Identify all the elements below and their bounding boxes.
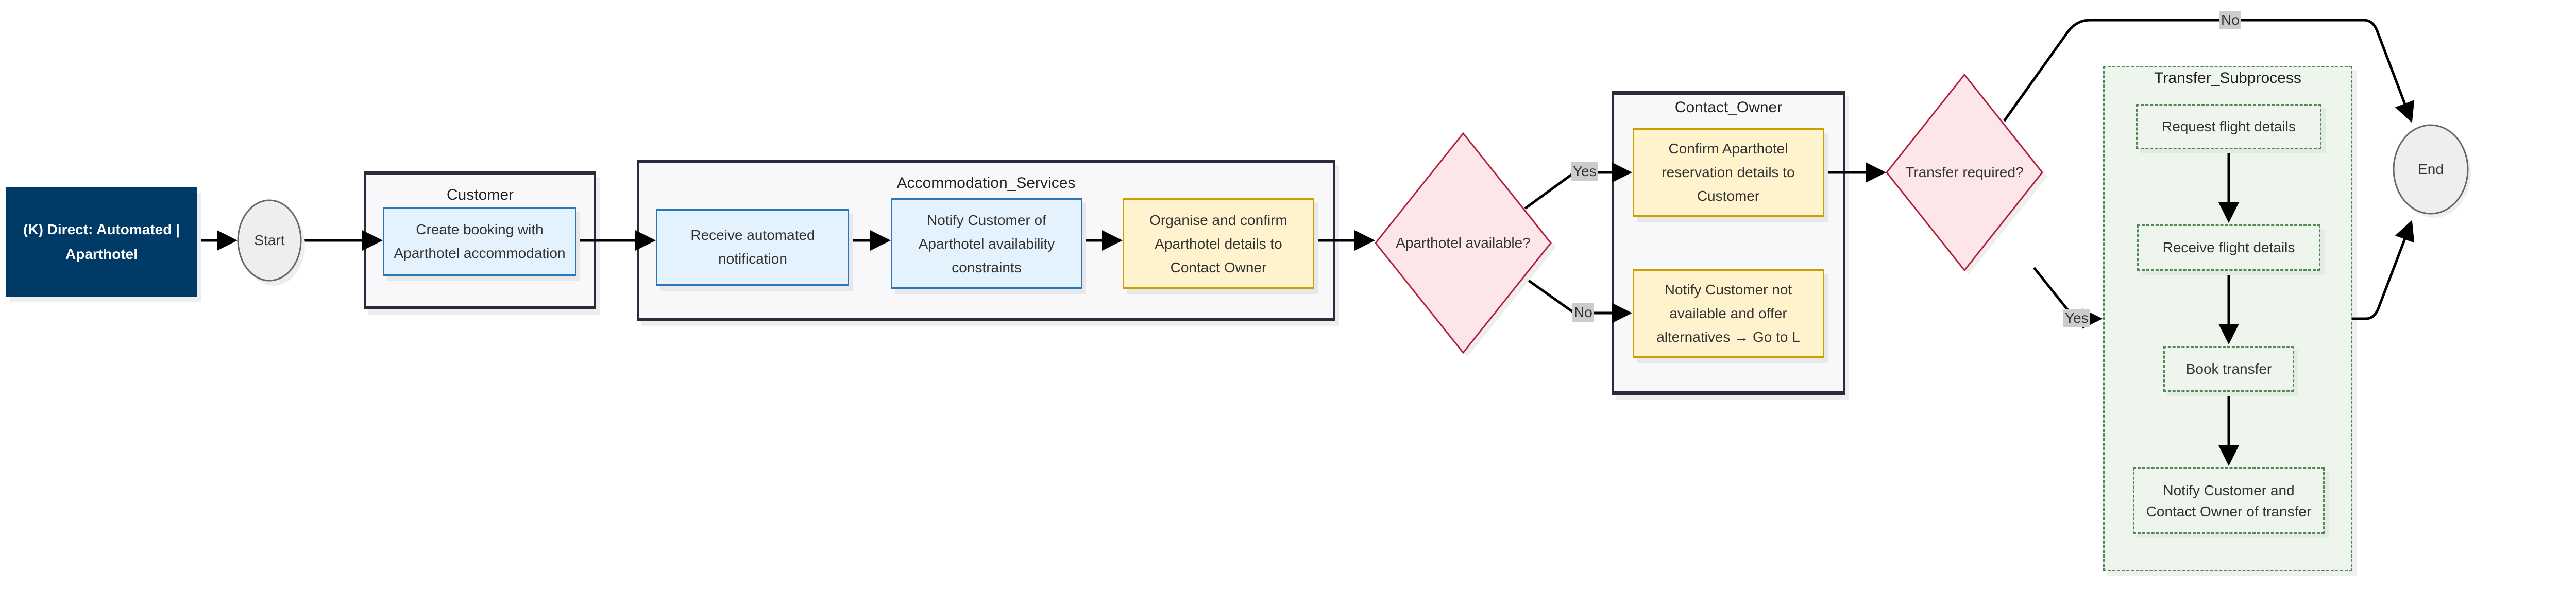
end-circle — [2393, 124, 2469, 215]
task-confirm-reservation[interactable]: Confirm Aparthotel reservation details t… — [1633, 128, 1824, 217]
decision-aparthotel-available-shape — [1375, 132, 1552, 354]
decision-transfer-required-shape — [1886, 73, 2043, 272]
cluster-title: Customer — [446, 186, 514, 203]
task-receive-flight[interactable]: Receive flight details — [2137, 224, 2320, 271]
edge-subprocess-end — [2352, 220, 2415, 320]
task-book-transfer[interactable]: Book transfer — [2163, 346, 2294, 392]
cluster-title: Accommodation_Services — [896, 175, 1076, 192]
task-request-flight[interactable]: Request flight details — [2136, 104, 2321, 149]
edges-layer — [197, 19, 2471, 466]
task-receive-notification[interactable]: Receive automated notification — [656, 209, 849, 286]
end-node[interactable]: End — [2418, 161, 2444, 177]
edge-label-transfer-yes: Yes — [2063, 309, 2090, 327]
task-create-booking[interactable]: Create booking with Aparthotel accommoda… — [383, 207, 576, 276]
decision-aparthotel-available[interactable]: Aparthotel available? — [1396, 235, 1531, 251]
task-notify-not-available[interactable]: Notify Customer not available and offer … — [1633, 269, 1824, 358]
edge-label-available-yes: Yes — [1571, 162, 1598, 181]
process-title-box: (K) Direct: Automated | Aparthotel — [6, 187, 197, 297]
task-notify-transfer[interactable]: Notify Customer and Contact Owner of tra… — [2133, 467, 2325, 534]
cluster-title: Contact_Owner — [1674, 99, 1783, 116]
decision-shapes — [237, 73, 2471, 357]
edge-label-available-no: No — [1572, 303, 1594, 322]
decision-transfer-required[interactable]: Transfer required? — [1905, 164, 2024, 180]
task-notify-constraints[interactable]: Notify Customer of Aparthotel availabili… — [891, 198, 1082, 289]
task-organise-confirm[interactable]: Organise and confirm Aparthotel details … — [1123, 198, 1314, 289]
start-node[interactable]: Start — [254, 232, 285, 248]
start-circle — [237, 199, 302, 282]
cluster-title: Transfer_Subprocess — [2154, 70, 2301, 86]
edge-label-transfer-no: No — [2219, 11, 2241, 29]
